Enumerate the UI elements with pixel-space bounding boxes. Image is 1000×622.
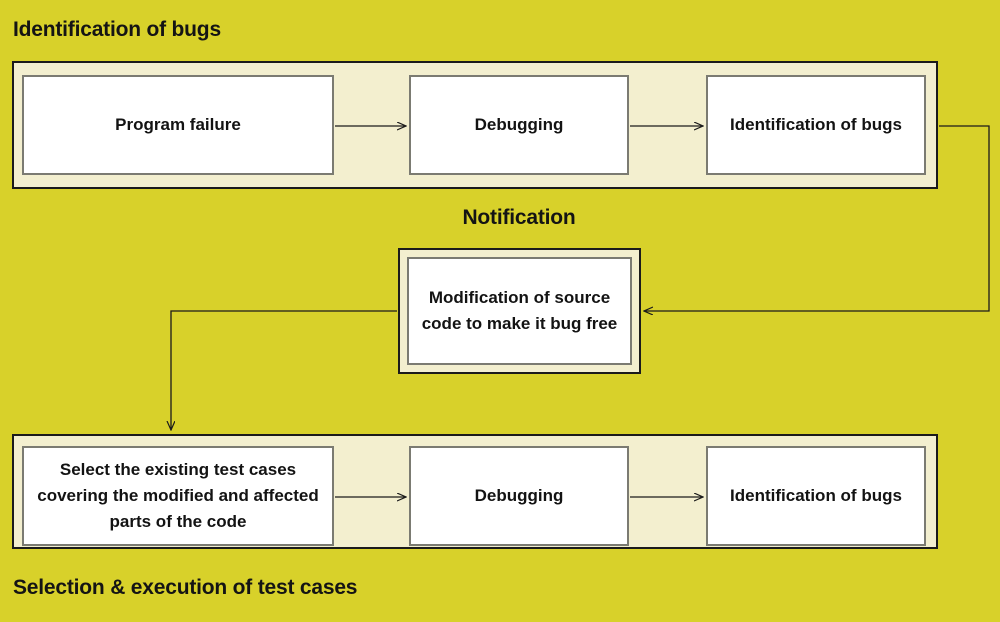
node-identification-of-bugs-top[interactable]: Identification of bugs xyxy=(706,75,926,175)
section-title-identification: Identification of bugs xyxy=(13,18,221,41)
node-modification-of-source-code[interactable]: Modification of source code to make it b… xyxy=(407,257,632,365)
node-debugging-top[interactable]: Debugging xyxy=(409,75,629,175)
node-program-failure[interactable]: Program failure xyxy=(22,75,334,175)
section-title-selection-execution: Selection & execution of test cases xyxy=(13,576,358,599)
section-title-notification: Notification xyxy=(462,206,576,229)
node-select-existing-test-cases[interactable]: Select the existing test cases covering … xyxy=(22,446,334,546)
node-debugging-bottom[interactable]: Debugging xyxy=(409,446,629,546)
node-identification-of-bugs-bottom[interactable]: Identification of bugs xyxy=(706,446,926,546)
edge-modification-to-select-tests xyxy=(171,310,397,430)
